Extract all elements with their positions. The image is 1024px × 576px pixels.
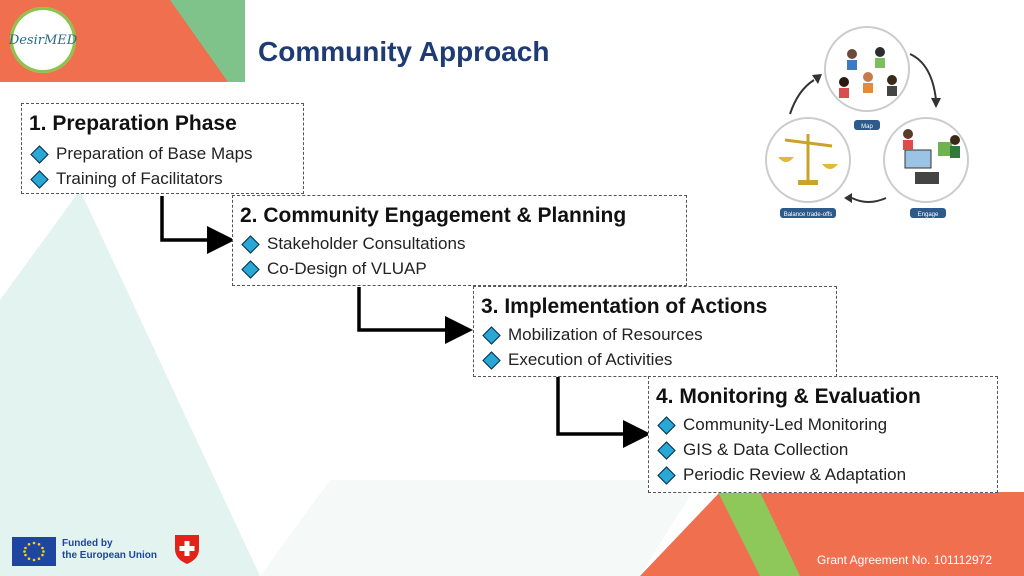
list-item: Training of Facilitators: [30, 169, 223, 189]
diamond-bullet-icon: [241, 234, 260, 254]
logo-text: DesirMED: [8, 32, 78, 48]
swiss-shield-icon: [175, 535, 199, 564]
funding-text: Funded by the European Union: [62, 538, 157, 561]
list-item: Community-Led Monitoring: [657, 415, 887, 435]
diamond-bullet-icon: [30, 169, 49, 189]
diamond-bullet-icon: [30, 144, 49, 164]
diamond-bullet-icon: [482, 325, 501, 345]
list-item: Periodic Review & Adaptation: [657, 465, 906, 485]
page-title: Community Approach: [258, 36, 550, 67]
list-item: Stakeholder Consultations: [241, 234, 465, 254]
list-item: Preparation of Base Maps: [30, 144, 253, 164]
cycle-label-map: Map: [861, 124, 873, 130]
list-item: Mobilization of Resources: [482, 325, 703, 345]
phase-2-title: 2. Community Engagement & Planning: [240, 204, 627, 227]
phase-4-box: 4. Monitoring & Evaluation Community-Led…: [648, 376, 998, 493]
desirmed-logo: DesirMED: [8, 7, 78, 73]
phase-3-title: 3. Implementation of Actions: [481, 295, 768, 318]
diamond-bullet-icon: [657, 440, 676, 460]
grant-agreement: Grant Agreement No. 101112972: [816, 553, 992, 567]
diamond-bullet-icon: [482, 350, 501, 370]
phase-2-box: 2. Community Engagement & Planning Stake…: [232, 195, 687, 286]
list-item: Execution of Activities: [482, 350, 672, 370]
phase-3-box: 3. Implementation of Actions Mobilizatio…: [473, 286, 837, 377]
cycle-diagram: Map Balance trade-offs Engage: [765, 26, 969, 218]
phase-1-box: 1. Preparation Phase Preparation of Base…: [21, 103, 304, 194]
diamond-bullet-icon: [657, 415, 676, 435]
cycle-label-engage: Engage: [918, 212, 939, 218]
eu-flag-icon: [12, 537, 56, 566]
diamond-bullet-icon: [241, 259, 260, 279]
phase-4-title: 4. Monitoring & Evaluation: [656, 385, 921, 408]
list-item: Co-Design of VLUAP: [241, 259, 427, 279]
list-item: GIS & Data Collection: [657, 440, 848, 460]
cycle-label-balance: Balance trade-offs: [784, 212, 833, 218]
diamond-bullet-icon: [657, 465, 676, 485]
phase-1-title: 1. Preparation Phase: [29, 112, 237, 135]
